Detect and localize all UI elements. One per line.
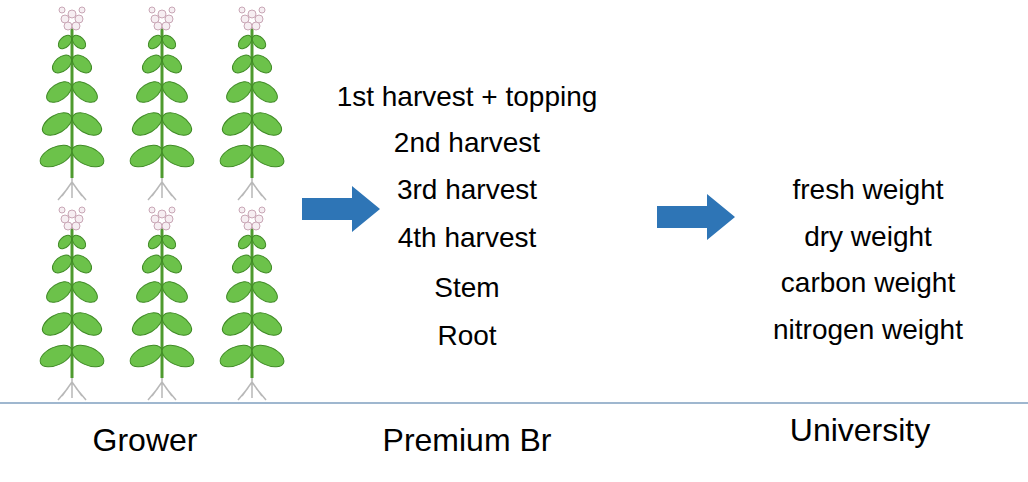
flow-arrow bbox=[302, 186, 380, 232]
step-text: 3rd harvest bbox=[397, 174, 537, 206]
stage-label: University bbox=[790, 412, 930, 449]
plant-grid bbox=[37, 7, 287, 400]
measure-text: dry weight bbox=[804, 221, 932, 253]
step-text: Root bbox=[437, 320, 496, 352]
step-text: 1st harvest + topping bbox=[337, 81, 598, 113]
baseline-rule bbox=[0, 402, 1028, 404]
step-text: 4th harvest bbox=[398, 222, 537, 254]
measure-text: fresh weight bbox=[793, 174, 944, 206]
flow-arrow bbox=[657, 194, 735, 240]
stage-label: Premium Br bbox=[383, 422, 552, 459]
stage-label: Grower bbox=[93, 422, 198, 459]
step-text: 2nd harvest bbox=[394, 127, 540, 159]
measure-text: carbon weight bbox=[781, 267, 955, 299]
measure-text: nitrogen weight bbox=[773, 314, 963, 346]
step-text: Stem bbox=[434, 272, 499, 304]
